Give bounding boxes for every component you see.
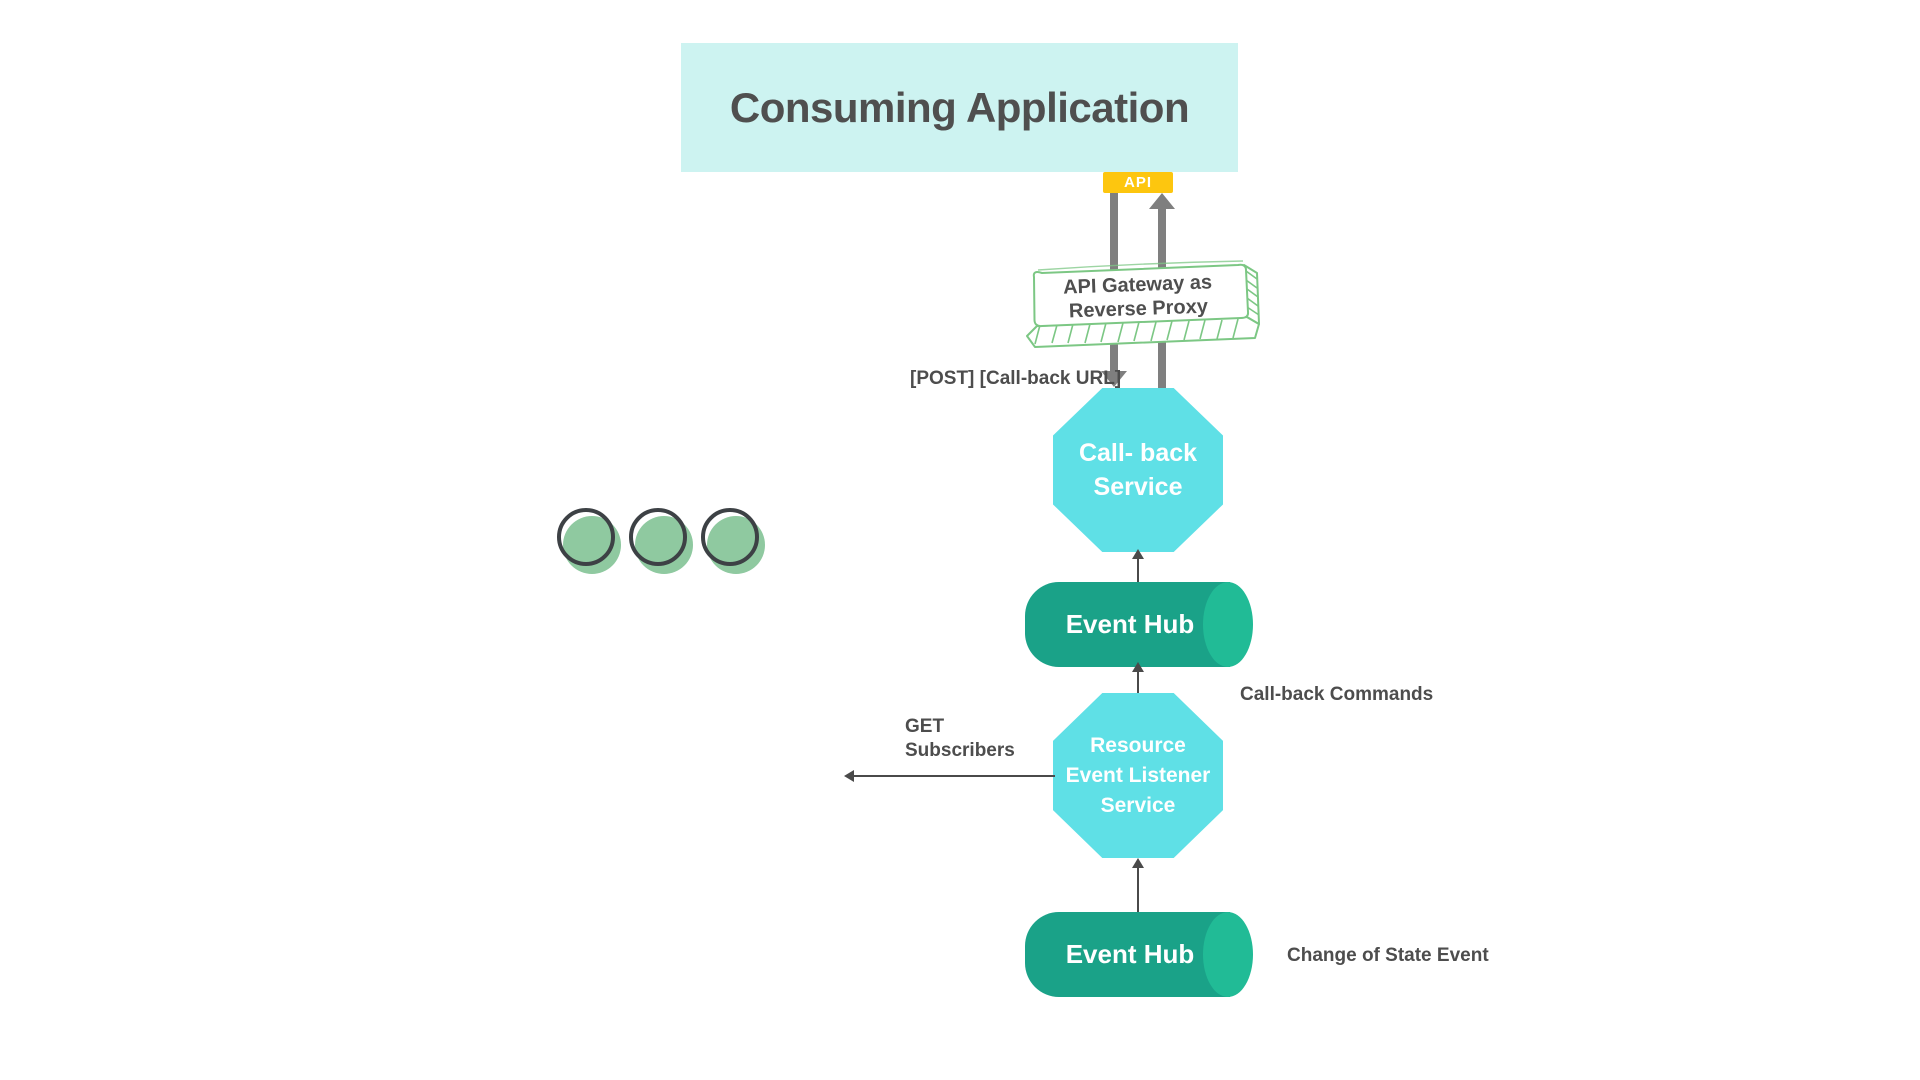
- callback-service-label-line1: Call- back: [1078, 439, 1198, 467]
- event-hub-top-cap: [1203, 582, 1253, 667]
- listener-to-eventhub-arrowhead-icon: [1132, 662, 1144, 672]
- eventhub2-to-listener-arrowhead-icon: [1132, 858, 1144, 868]
- eventhub-to-callback-line: [1137, 558, 1139, 582]
- circle-outline-icon-1: [557, 508, 615, 566]
- callback-commands-label: Call-back Commands: [1240, 684, 1434, 705]
- api-gateway-sketch-box: [1026, 260, 1260, 348]
- callback-service-node: Call- back Service: [1053, 388, 1223, 552]
- hatch-lines-bottom: [1034, 318, 1239, 345]
- response-arrow-up-icon: [1149, 193, 1175, 209]
- eventhub2-to-listener-line: [1137, 867, 1139, 912]
- get-subscribers-label: GET Subscribers: [905, 715, 1015, 763]
- api-badge-label: API: [1123, 174, 1152, 191]
- change-of-state-label: Change of State Event: [1287, 945, 1489, 966]
- api-badge: API: [1103, 172, 1173, 193]
- event-hub-top-body: [1025, 582, 1230, 667]
- eventhub-to-callback-arrowhead-icon: [1132, 549, 1144, 559]
- consuming-application-label: Consuming Application: [729, 83, 1190, 131]
- event-hub-bottom-node: Event Hub: [1025, 912, 1253, 997]
- event-hub-bottom-body: [1025, 912, 1230, 997]
- resource-event-listener-node: Resource Event Listener Service: [1053, 693, 1223, 858]
- event-hub-top-label: Event Hub: [1065, 609, 1195, 639]
- request-arrow-down-icon: [1101, 371, 1127, 387]
- resource-listener-label-line2: Event Listener: [1065, 763, 1211, 787]
- hatch-lines-right: [1245, 270, 1260, 316]
- event-hub-top-node: Event Hub: [1025, 582, 1253, 667]
- event-hub-bottom-label: Event Hub: [1065, 939, 1195, 969]
- resource-listener-label-line3: Service: [1100, 793, 1176, 817]
- get-label-line1: GET: [905, 716, 945, 737]
- get-label-line2: Subscribers: [905, 740, 1015, 761]
- get-subscribers-line: [852, 775, 1055, 777]
- api-gateway-node: API Gateway as Reverse Proxy: [1039, 270, 1237, 325]
- post-callback-url-label: [POST] [Call-back URL]: [910, 368, 1122, 389]
- resource-listener-label-line1: Resource: [1090, 733, 1186, 757]
- circle-outline-icon-3: [701, 508, 759, 566]
- circle-outline-icon-2: [629, 508, 687, 566]
- consuming-application-node: Consuming Application: [681, 43, 1238, 172]
- listener-to-eventhub-line: [1137, 671, 1139, 694]
- event-hub-bottom-cap: [1203, 912, 1253, 997]
- get-subscribers-arrowhead-icon: [844, 770, 854, 782]
- callback-service-label-line2: Service: [1093, 473, 1183, 501]
